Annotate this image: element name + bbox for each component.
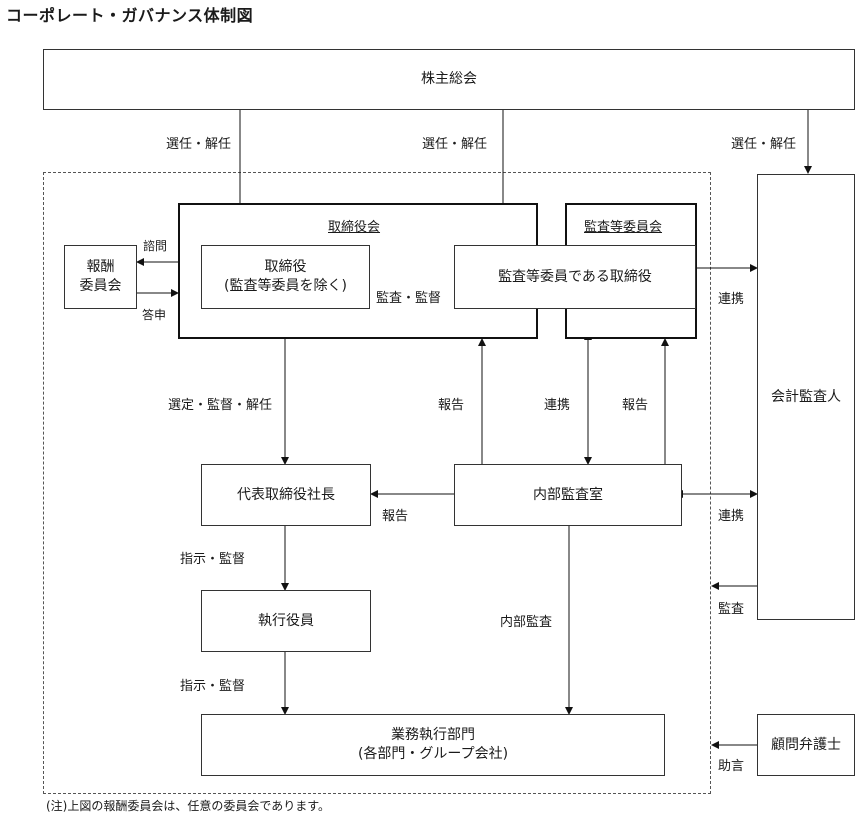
compensation-committee-box: 報酬 委員会 (64, 245, 137, 309)
label-select-supervise-dismiss: 選定・監督・解任 (168, 398, 273, 413)
internal-audit-office-box: 内部監査室 (454, 464, 682, 526)
label-consult: 諮問 (143, 239, 168, 253)
operations-sublabel: (各部門・グループ会社) (357, 746, 509, 762)
label-elect-dismiss-2: 選任・解任 (422, 137, 488, 152)
directors-box: 取締役 (監査等委員を除く) (201, 245, 370, 309)
page-title: コーポレート・ガバナンス体制図 (6, 6, 254, 25)
label-instruct-supervise-2: 指示・監督 (180, 679, 246, 694)
audit-committee-heading: 監査等委員会 (584, 220, 663, 235)
internal-audit-office-label: 内部監査室 (533, 486, 603, 503)
executive-officers-box: 執行役員 (201, 590, 371, 652)
compensation-committee-label-1: 報酬 (86, 259, 115, 276)
shareholders-meeting-box: 株主総会 (43, 49, 855, 110)
shareholders-meeting-label: 株主総会 (421, 71, 477, 88)
audit-directors-label: 監査等委員である取締役 (498, 268, 652, 285)
label-internal-audit: 内部監査 (500, 615, 553, 630)
accounting-auditor-label: 会計監査人 (771, 388, 841, 405)
label-audit-supervise: 監査・監督 (376, 291, 442, 306)
directors-label: 取締役 (264, 259, 307, 276)
label-elect-dismiss-3: 選任・解任 (731, 137, 797, 152)
label-report-3: 報告 (382, 509, 409, 524)
label-cooperation-1: 連携 (718, 292, 745, 307)
label-advice: 助言 (718, 759, 745, 774)
label-audit: 監査 (718, 602, 745, 617)
company-boundary (43, 172, 711, 794)
audit-directors-box: 監査等委員である取締役 (454, 245, 696, 309)
president-box: 代表取締役社長 (201, 464, 371, 526)
label-report-2: 報告 (622, 398, 649, 413)
label-report-1: 報告 (438, 398, 465, 413)
legal-advisor-label: 顧問弁護士 (771, 736, 841, 753)
footnote: (注)上図の報酬委員会は、任意の委員会であります。 (46, 799, 331, 813)
operations-box: 業務執行部門 (各部門・グループ会社) (201, 714, 665, 776)
label-cooperation-3: 連携 (718, 509, 745, 524)
directors-sublabel: (監査等委員を除く) (224, 278, 347, 294)
label-elect-dismiss-1: 選任・解任 (166, 137, 232, 152)
label-report-back: 答申 (142, 308, 167, 322)
label-instruct-supervise-1: 指示・監督 (180, 552, 246, 567)
executive-officers-label: 執行役員 (258, 612, 314, 629)
legal-advisor-box: 顧問弁護士 (757, 714, 855, 776)
operations-label: 業務執行部門 (391, 727, 475, 744)
label-cooperation-2: 連携 (544, 398, 571, 413)
compensation-committee-label-2: 委員会 (79, 278, 122, 294)
president-label: 代表取締役社長 (237, 486, 335, 503)
accounting-auditor-box: 会計監査人 (757, 174, 855, 620)
board-of-directors-heading: 取締役会 (328, 220, 381, 235)
